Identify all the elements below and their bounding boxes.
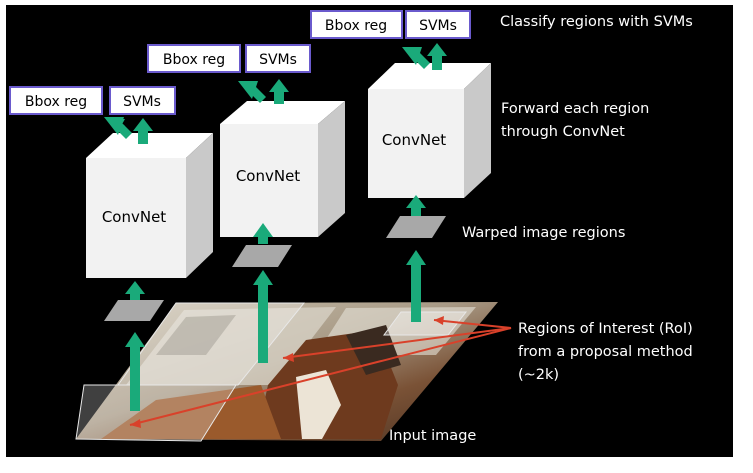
input-image <box>76 302 498 441</box>
bbox-reg-box-3 <box>310 10 403 39</box>
up-arrow-to-svm-3 <box>427 43 447 70</box>
diag-arrow-to-bbox-1-full <box>104 117 132 139</box>
up-arrow-to-svm-2 <box>269 79 289 104</box>
roi-text-line2: from a proposal method <box>518 344 693 360</box>
diag-arrow-to-bbox-2 <box>238 81 266 103</box>
warped-regions <box>104 216 446 321</box>
bbox-reg-box-1 <box>9 86 103 115</box>
up-arrow-image-to-warp-1 <box>125 332 145 411</box>
svm-box-3 <box>405 10 471 39</box>
bbox-reg-label-2: Bbox reg <box>163 52 225 68</box>
up-arrow-to-svm-1 <box>133 118 153 144</box>
convnet-cube-2 <box>220 101 345 237</box>
roi-text-line1: Regions of Interest (RoI) <box>518 321 693 337</box>
up-arrow-image-to-warp-3 <box>406 250 426 322</box>
svm-box-2 <box>245 44 311 73</box>
forward-text-line1: Forward each region <box>501 101 649 117</box>
green-arrows <box>104 43 447 411</box>
bbox-reg-box-2 <box>147 44 241 73</box>
warped-patch-1 <box>104 300 164 321</box>
roi-text-line3: (~2k) <box>518 367 559 383</box>
up-arrow-image-to-warp-2 <box>253 270 273 363</box>
svm-label-3: SVMs <box>419 18 457 34</box>
slide: ConvNet ConvNet ConvNet <box>6 5 733 457</box>
rcnn-diagram: ConvNet ConvNet ConvNet <box>9 10 693 444</box>
convnet-label-3: ConvNet <box>382 131 446 149</box>
warped-patch-2 <box>232 245 292 267</box>
up-arrow-warp-to-cube-1 <box>125 281 145 300</box>
convnet-cube-1 <box>86 133 213 278</box>
bbox-reg-label-3: Bbox reg <box>325 18 387 34</box>
roi-pointers <box>129 316 512 428</box>
svm-box-1 <box>109 86 176 115</box>
up-arrow-warp-to-cube-3 <box>406 195 426 216</box>
classify-regions-text: Classify regions with SVMs <box>500 14 693 30</box>
convnet-label-2: ConvNet <box>236 167 300 185</box>
output-boxes: Bbox reg SVMs Bbox reg SVMs Bbox reg SVM… <box>9 10 471 115</box>
bbox-reg-label-1: Bbox reg <box>25 94 87 110</box>
warped-patch-3 <box>386 216 446 238</box>
svm-label-2: SVMs <box>259 52 297 68</box>
convnet-label-1: ConvNet <box>102 208 166 226</box>
warped-regions-text: Warped image regions <box>462 225 625 241</box>
svm-label-1: SVMs <box>123 94 161 110</box>
forward-text-line2: through ConvNet <box>501 124 625 140</box>
input-image-text: Input image <box>389 428 476 444</box>
convnet-cube-3 <box>368 63 491 198</box>
up-arrow-warp-to-cube-2 <box>253 223 273 244</box>
diag-arrow-to-bbox-3 <box>402 47 430 69</box>
